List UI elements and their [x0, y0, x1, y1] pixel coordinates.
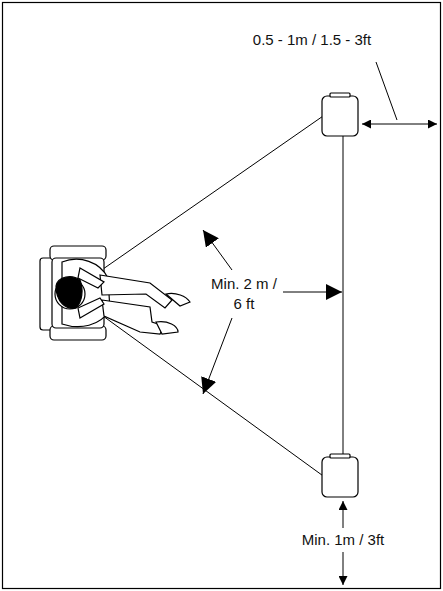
dimension-label: Min. 1m / 3ft: [299, 528, 388, 552]
listening-triangle: [70, 114, 343, 478]
listener-figure: [40, 246, 190, 340]
dimension-label: Min. 2 m / 6 ft: [209, 274, 279, 314]
dimension-label: 0.5 - 1m / 1.5 - 3ft: [253, 30, 371, 50]
dimension-arrow: [203, 62, 437, 585]
room-outline: [3, 3, 441, 589]
speaker: [322, 93, 358, 497]
